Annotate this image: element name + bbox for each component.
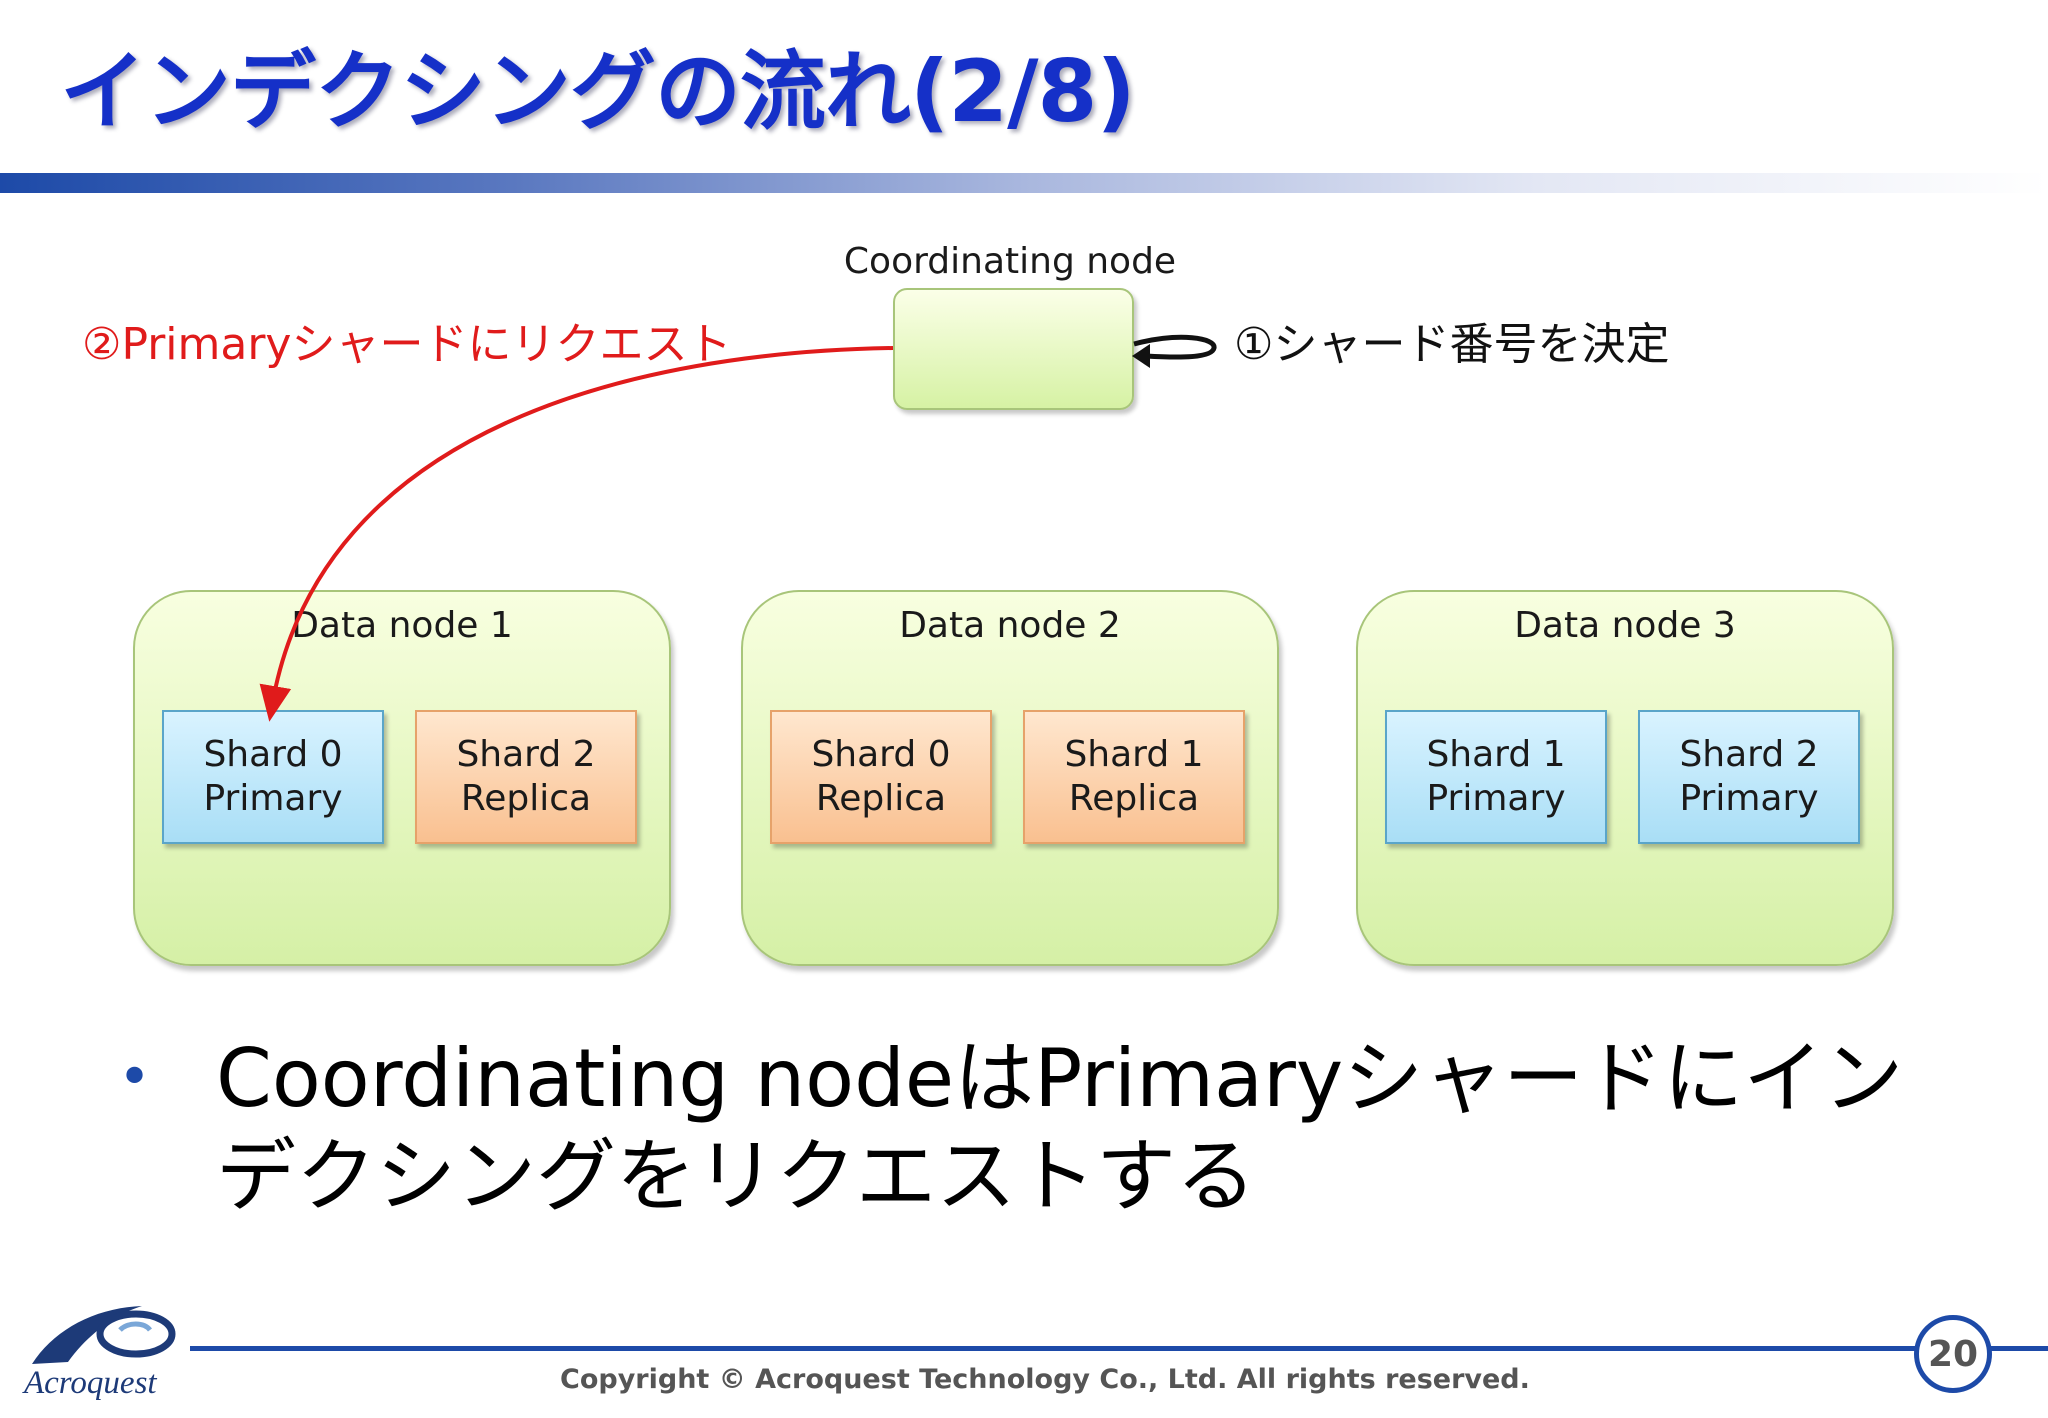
shard-role: Primary: [1679, 778, 1819, 819]
coordinating-node-box: [893, 288, 1134, 410]
footer-line: [190, 1346, 2048, 1351]
page-title: インデクシングの流れ(2/8): [60, 42, 1136, 142]
shard-card: Shard 2 Replica: [415, 710, 637, 844]
logo-swoosh-icon: [32, 1306, 176, 1364]
shard-name: Shard 0: [811, 734, 951, 775]
shard-name: Shard 2: [456, 734, 596, 775]
coordinating-node-label: Coordinating node: [843, 241, 1177, 282]
self-loop-arrowhead: [1132, 344, 1150, 368]
data-node-1: Data node 1 Shard 0 Primary Shard 2 Repl…: [133, 590, 671, 966]
request-arrow: [259, 346, 894, 722]
shard-role: Primary: [203, 778, 343, 819]
shard-card: Shard 1 Replica: [1023, 710, 1245, 844]
shard-card: Shard 0 Primary: [162, 710, 384, 844]
self-loop-arrow: [1133, 334, 1217, 360]
data-node-3: Data node 3 Shard 1 Primary Shard 2 Prim…: [1356, 590, 1894, 966]
title-underline-bar: [0, 173, 2048, 193]
copyright-text: Copyright © Acroquest Technology Co., Lt…: [560, 1364, 1530, 1395]
bullet-text: Coordinating nodeはPrimaryシャードにインデクシングをリク…: [216, 1032, 1904, 1223]
shard-card: Shard 2 Primary: [1638, 710, 1860, 844]
page-number: 20: [1927, 1333, 1979, 1375]
shard-role: Replica: [815, 778, 947, 819]
shard-name: Shard 2: [1679, 734, 1819, 775]
shard-name: Shard 1: [1426, 734, 1566, 775]
data-node-label: Data node 1: [291, 605, 513, 646]
logo-text: Acroquest: [24, 1365, 157, 1401]
acroquest-logo: Acroquest: [24, 1300, 184, 1410]
step2-label: ②Primaryシャードにリクエスト: [82, 319, 732, 370]
shard-role: Replica: [1068, 778, 1200, 819]
data-node-label: Data node 2: [899, 605, 1121, 646]
shard-role: Replica: [460, 778, 592, 819]
shard-name: Shard 0: [203, 734, 343, 775]
shard-card: Shard 1 Primary: [1385, 710, 1607, 844]
shard-name: Shard 1: [1064, 734, 1204, 775]
step1-label: ①シャード番号を決定: [1234, 319, 1670, 370]
page-number-badge: 20: [1914, 1315, 1992, 1393]
shard-card: Shard 0 Replica: [770, 710, 992, 844]
data-node-label: Data node 3: [1514, 605, 1736, 646]
data-node-2: Data node 2 Shard 0 Replica Shard 1 Repl…: [741, 590, 1279, 966]
shard-role: Primary: [1426, 778, 1566, 819]
bullet-marker: •: [118, 1045, 152, 1110]
